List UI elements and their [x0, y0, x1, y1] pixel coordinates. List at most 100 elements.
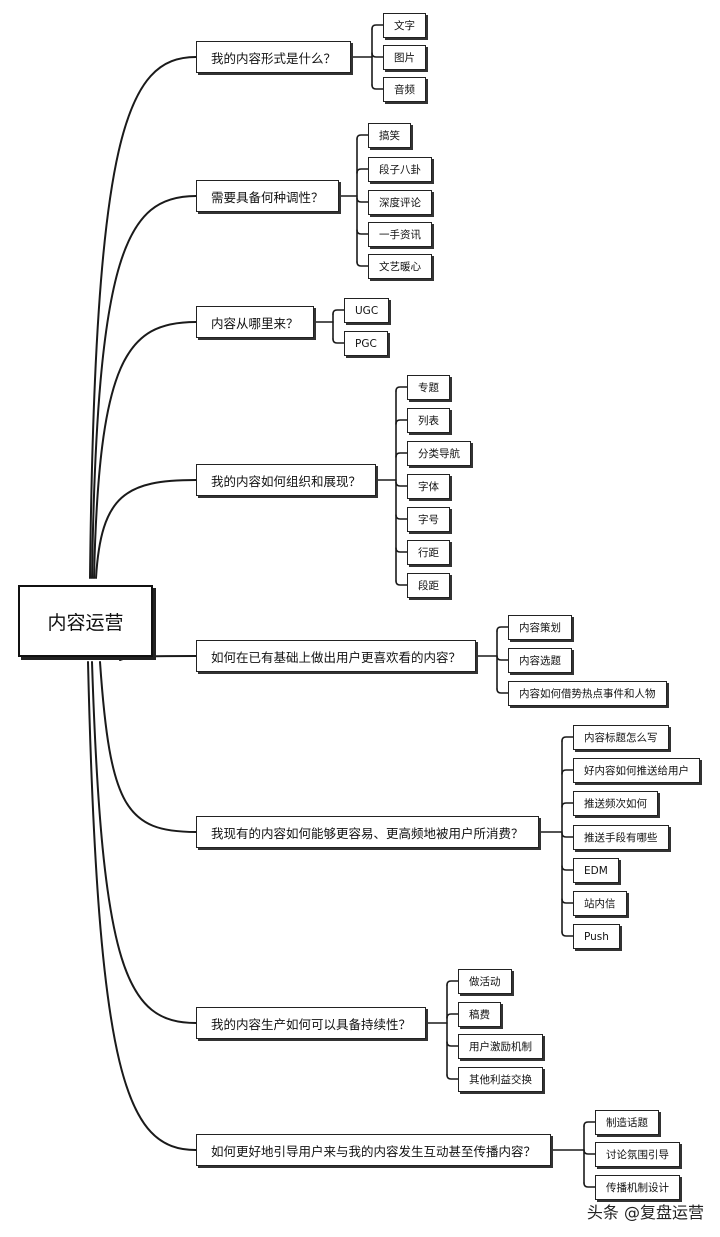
- leaf-label: 段子八卦: [379, 164, 421, 176]
- leaf-connector: [371, 52, 384, 58]
- leaf-connector: [395, 481, 408, 487]
- leaf-connector: [395, 580, 408, 586]
- leaf-label: 制造话题: [606, 1117, 648, 1129]
- question-label: 我现有的内容如何能够更容易、更高频地被用户所消费？: [211, 825, 524, 841]
- root-connector: [87, 661, 197, 1151]
- leaf-node[interactable]: 列表: [407, 408, 450, 433]
- leaf-node[interactable]: 文艺暖心: [368, 254, 432, 279]
- leaf-label: 分类导航: [418, 448, 460, 460]
- leaf-label: 字体: [418, 481, 439, 493]
- leaf-connector: [561, 769, 574, 775]
- leaf-label: 推送频次如何: [584, 798, 647, 810]
- leaf-connector: [561, 898, 574, 904]
- leaf-label: 深度评论: [379, 197, 421, 209]
- leaf-node[interactable]: 一手资讯: [368, 222, 432, 247]
- leaf-node[interactable]: 好内容如何推送给用户: [573, 758, 700, 783]
- leaf-node[interactable]: 稿费: [458, 1002, 501, 1027]
- leaf-label: Push: [584, 930, 609, 943]
- leaf-label: 一手资讯: [379, 229, 421, 241]
- leaf-label: 内容标题怎么写: [584, 732, 658, 744]
- leaf-label: 专题: [418, 382, 439, 394]
- leaf-label: 其他利益交换: [469, 1074, 532, 1086]
- leaf-node[interactable]: 推送频次如何: [573, 791, 658, 816]
- leaf-node[interactable]: 字体: [407, 474, 450, 499]
- leaf-connector: [583, 1182, 596, 1188]
- question-node[interactable]: 我的内容生产如何可以具备持续性？: [196, 1007, 427, 1039]
- leaf-node[interactable]: 分类导航: [407, 441, 471, 466]
- leaf-node[interactable]: PGC: [344, 331, 388, 356]
- leaf-connector: [446, 1074, 459, 1080]
- leaf-connector: [356, 197, 369, 203]
- leaf-node[interactable]: 专题: [407, 375, 450, 400]
- question-label: 我的内容形式是什么？: [211, 50, 337, 66]
- leaf-node[interactable]: 文字: [383, 13, 426, 38]
- leaf-label: PGC: [355, 337, 377, 350]
- leaf-connector: [496, 655, 509, 661]
- leaf-connector: [395, 547, 408, 553]
- question-node[interactable]: 如何在已有基础上做出用户更喜欢看的内容？: [196, 640, 477, 672]
- leaf-connector: [371, 24, 384, 30]
- leaf-connector: [446, 1013, 459, 1019]
- leaf-node[interactable]: 内容策划: [508, 615, 572, 640]
- leaf-label: 内容如何借势热点事件和人物: [519, 688, 656, 700]
- leaf-label: 段距: [418, 580, 439, 592]
- question-label: 我的内容如何组织和展现？: [211, 473, 362, 489]
- question-label: 如何更好地引导用户来与我的内容发生互动甚至传播内容？: [211, 1143, 537, 1159]
- leaf-label: 用户激励机制: [469, 1041, 532, 1053]
- leaf-connector: [395, 386, 408, 392]
- leaf-node[interactable]: 音频: [383, 77, 426, 102]
- leaf-connector: [395, 452, 408, 458]
- leaf-node[interactable]: 段距: [407, 573, 450, 598]
- root-connector: [89, 56, 197, 579]
- leaf-node[interactable]: 字号: [407, 507, 450, 532]
- leaf-node[interactable]: 内容选题: [508, 648, 572, 673]
- leaf-label: 图片: [394, 52, 415, 64]
- leaf-node[interactable]: 做活动: [458, 969, 512, 994]
- leaf-node[interactable]: 搞笑: [368, 123, 411, 148]
- leaf-node[interactable]: UGC: [344, 298, 390, 323]
- leaf-label: 推送手段有哪些: [584, 832, 658, 844]
- leaf-connector: [583, 1149, 596, 1155]
- leaf-connector: [561, 865, 574, 871]
- question-node[interactable]: 我的内容形式是什么？: [196, 41, 352, 73]
- leaf-node[interactable]: Push: [573, 924, 620, 949]
- question-node[interactable]: 我现有的内容如何能够更容易、更高频地被用户所消费？: [196, 816, 539, 848]
- question-label: 内容从哪里来？: [211, 315, 299, 331]
- leaf-connector: [332, 309, 345, 315]
- leaf-node[interactable]: 图片: [383, 45, 426, 70]
- leaf-node[interactable]: 用户激励机制: [458, 1034, 543, 1059]
- question-node[interactable]: 需要具备何种调性？: [196, 180, 339, 212]
- question-node[interactable]: 如何更好地引导用户来与我的内容发生互动甚至传播内容？: [196, 1134, 552, 1166]
- leaf-label: 字号: [418, 514, 439, 526]
- leaf-label: 讨论氛围引导: [606, 1149, 669, 1161]
- root-node[interactable]: 内容运营: [18, 585, 153, 657]
- leaf-label: 搞笑: [379, 130, 400, 142]
- leaf-node[interactable]: 深度评论: [368, 190, 432, 215]
- leaf-node[interactable]: 推送手段有哪些: [573, 825, 669, 850]
- leaf-node[interactable]: 制造话题: [595, 1110, 659, 1135]
- leaf-node[interactable]: 其他利益交换: [458, 1067, 543, 1092]
- leaf-node[interactable]: 站内信: [573, 891, 627, 916]
- leaf-node[interactable]: EDM: [573, 858, 619, 883]
- question-node[interactable]: 我的内容如何组织和展现？: [196, 464, 377, 496]
- leaf-label: EDM: [584, 864, 608, 877]
- leaf-node[interactable]: 内容如何借势热点事件和人物: [508, 681, 667, 706]
- leaf-label: 做活动: [469, 976, 501, 988]
- leaf-node[interactable]: 段子八卦: [368, 157, 432, 182]
- question-label: 如何在已有基础上做出用户更喜欢看的内容？: [211, 649, 462, 665]
- leaf-connector: [356, 134, 369, 140]
- root-connector: [95, 479, 197, 579]
- root-connector: [99, 661, 197, 833]
- leaf-connector: [356, 229, 369, 235]
- leaf-label: 站内信: [584, 898, 616, 910]
- leaf-label: 音频: [394, 84, 415, 96]
- leaf-node[interactable]: 传播机制设计: [595, 1175, 680, 1200]
- leaf-node[interactable]: 行距: [407, 540, 450, 565]
- leaf-connector: [332, 338, 345, 344]
- leaf-node[interactable]: 讨论氛围引导: [595, 1142, 680, 1167]
- leaf-connector: [446, 980, 459, 986]
- leaf-node[interactable]: 内容标题怎么写: [573, 725, 669, 750]
- watermark: 头条 @复盘运营: [586, 1203, 704, 1222]
- question-node[interactable]: 内容从哪里来？: [196, 306, 314, 338]
